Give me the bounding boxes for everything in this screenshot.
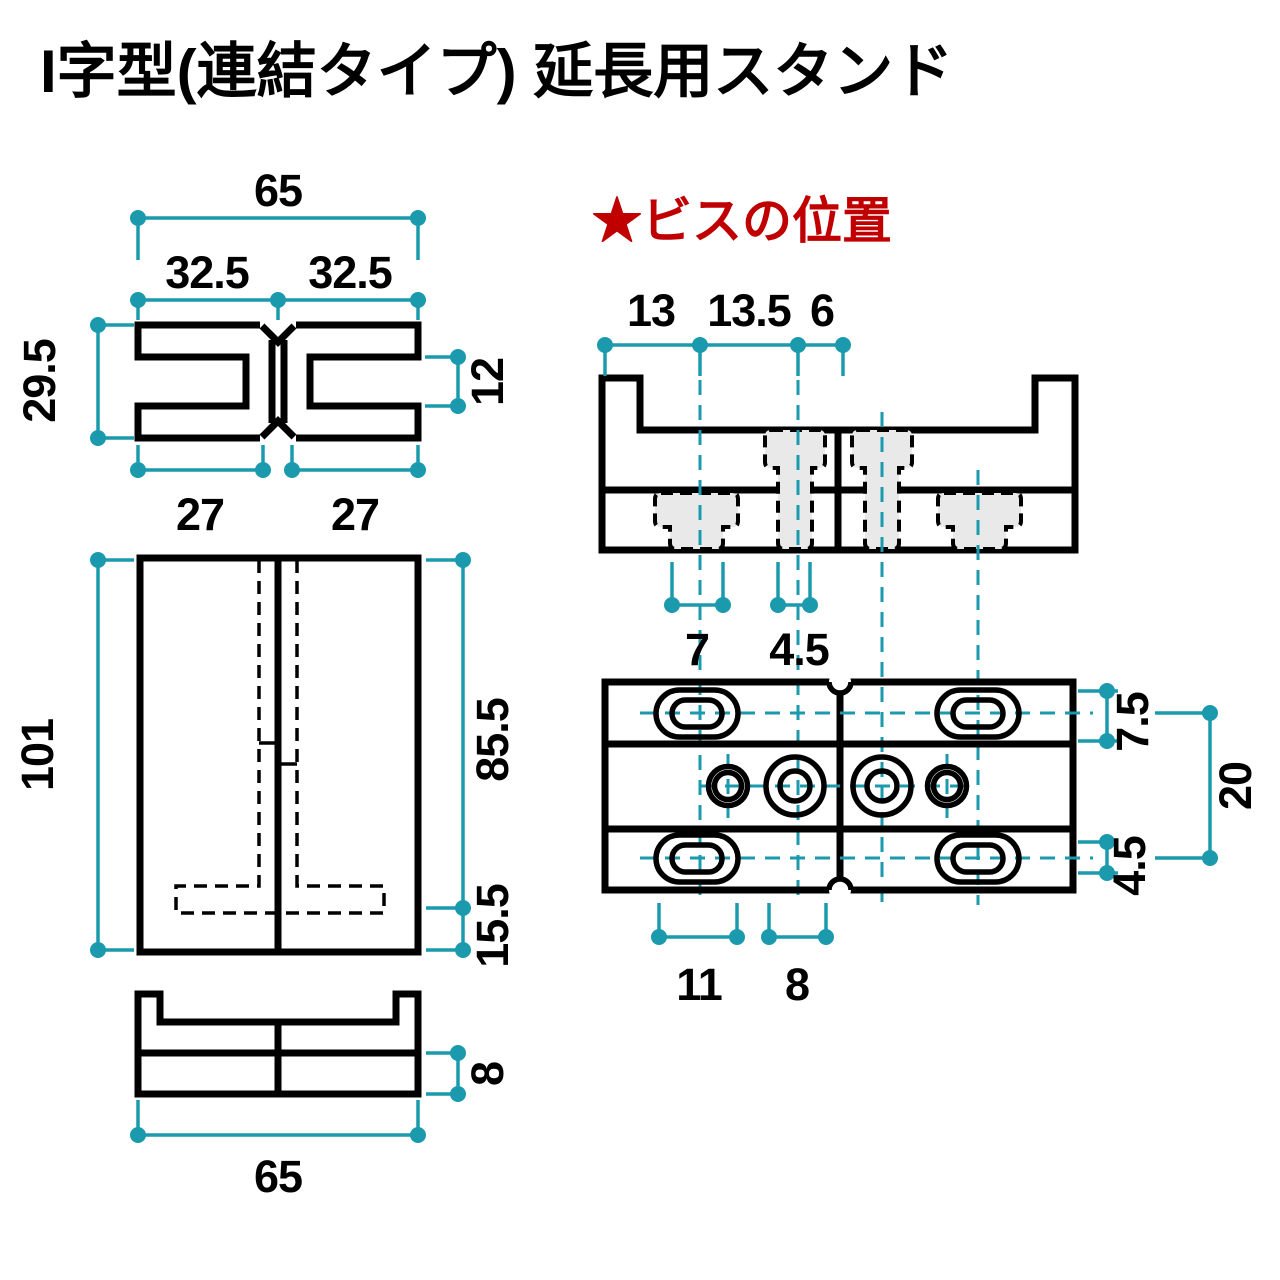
dim-label-second-to-center: 6 [810,285,834,336]
screw-top-view-group: 7.5 20 4.5 11 8 [601,671,1261,1010]
slot-bottom-left-outer [653,832,741,885]
hole-small-left-inner [711,769,745,803]
top-view-group: 65 32.5 32.5 29.5 12 27 27 [14,165,513,540]
dim-label-total-height: 101 [12,719,63,791]
dim-label-outer-screw-width: 7 [685,624,709,675]
dim-label-right-half: 32.5 [308,247,392,298]
dim-label-row-pitch: 20 [1210,762,1261,810]
slot-bottom-left-inner [669,842,725,875]
dim-label-hole-diameter: 8 [785,959,809,1010]
hole-large-right-outer [850,754,914,818]
screw-left-outer [653,491,740,551]
side-view-group: 8 65 [130,990,513,1202]
dim-label-top-total-width: 65 [254,165,302,216]
front-view-joint-marks [259,741,297,766]
dim-label-left-half: 32.5 [165,247,249,298]
slot-top-right-outer [934,687,1022,740]
dim-label-foot-height: 15.5 [467,884,518,968]
hole-large-right-inner [864,768,900,804]
screw-position-label: ★ビスの位置 [592,193,892,249]
top-view-left-piece [134,321,260,442]
page-title: I字型(連結タイプ) 延長用スタンド [40,38,953,105]
front-view-group: 101 85.5 15.5 [12,552,518,968]
screw-side-view-group: 13 13.5 6 7 4.5 [597,285,1079,905]
hole-small-left-outer [705,763,751,809]
hole-small-right-outer [924,763,970,809]
front-view-hidden-foot [174,560,386,915]
hole-large-left-outer [763,754,827,818]
top-view-seam-lines [268,340,288,423]
top-view-seam-bottom [259,416,297,440]
screw-side-outline [598,374,1079,554]
dim-label-slot-length: 11 [676,959,722,1010]
seam-notch-top [826,681,854,696]
dim-label-first-to-second: 13.5 [707,285,791,336]
slot-top-right-inner [950,697,1006,730]
top-view-seam-top [259,323,297,347]
slot-bottom-right-outer [934,832,1022,885]
dim-label-slot-top-offset: 7.5 [1107,692,1158,752]
dim-label-slot-inner-height: 4.5 [1104,836,1155,896]
slot-top-left-inner [669,697,725,730]
hole-large-left-inner [777,768,813,804]
seam-notch-bottom [826,876,854,891]
dim-label-edge-to-first: 13 [627,285,675,336]
dim-label-body-height: 85.5 [467,698,518,782]
slot-top-left-outer [653,687,741,740]
top-view-right-piece [296,321,422,442]
dim-label-shaft-width: 4.5 [769,624,829,675]
hole-small-right-inner [930,769,964,803]
dim-label-right-piece: 27 [331,489,379,540]
dim-label-base-thickness: 8 [462,1062,513,1086]
slot-bottom-right-inner [950,842,1006,875]
screw-center-left [763,428,827,551]
dim-label-slot-height: 12 [462,358,513,406]
dim-label-side-total-width: 65 [254,1151,302,1202]
side-view-outline [134,990,422,1098]
dim-label-depth: 29.5 [14,339,65,423]
dim-label-left-piece: 27 [176,489,224,540]
